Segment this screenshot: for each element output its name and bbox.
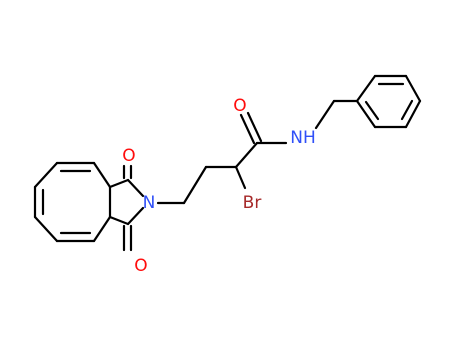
nitrogen-amide-label: NH bbox=[290, 128, 316, 148]
alkyl-chain bbox=[156, 111, 288, 205]
oxygen-imide-top-label: O bbox=[122, 146, 135, 166]
imide-ring bbox=[108, 164, 145, 252]
nitrogen-imide-label: N bbox=[143, 193, 156, 213]
oxygen-amide-label: O bbox=[233, 96, 246, 116]
benzyl-group bbox=[314, 74, 422, 130]
phthalimide-benzene-ring bbox=[33, 161, 112, 243]
oxygen-imide-bottom-label: O bbox=[134, 256, 147, 276]
bromine-label: Br bbox=[243, 193, 262, 213]
